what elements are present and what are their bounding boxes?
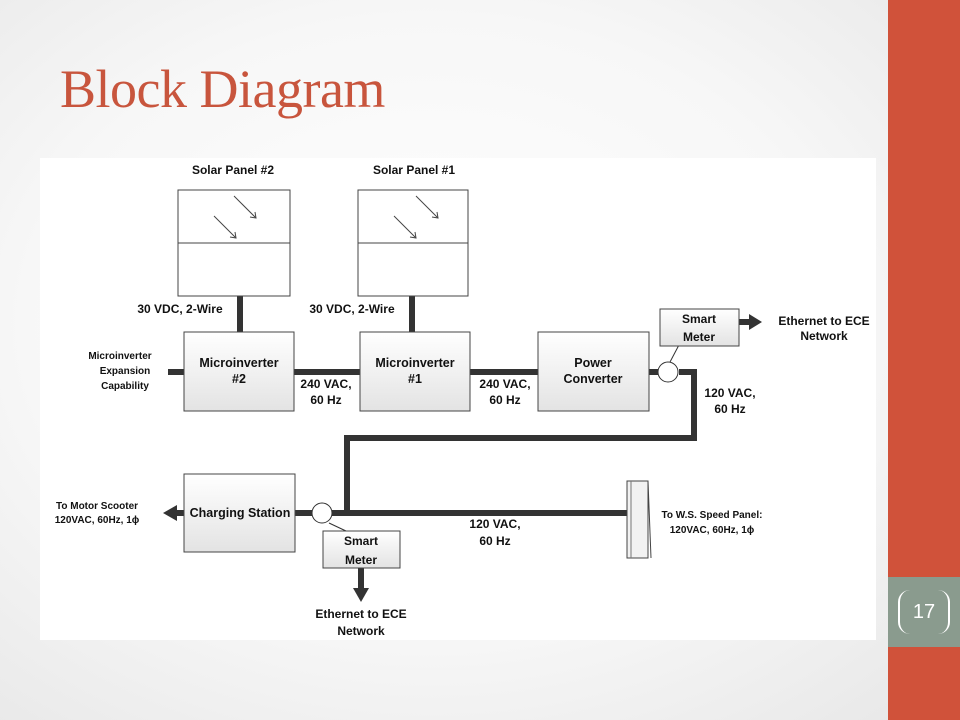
smart-meter-top-l1: Smart <box>682 312 716 326</box>
speed-panel-l1: To W.S. Speed Panel: <box>662 510 763 521</box>
speed-panel-outlet <box>626 480 652 559</box>
arrow-right-icon <box>749 314 762 330</box>
power-converter-label-l2: Converter <box>563 372 622 386</box>
power-converter-label-l1: Power <box>574 356 612 370</box>
arrow-left-icon <box>163 505 177 521</box>
dc-wire-label-1: 30 VDC, 2-Wire <box>309 302 395 316</box>
smart-meter-bottom-l1: Smart <box>344 534 378 548</box>
motor-scooter-l2: 120VAC, 60Hz, 1ϕ <box>55 515 140 526</box>
smart-meter-bottom-box <box>322 530 401 569</box>
speed-panel-l2: 120VAC, 60Hz, 1ϕ <box>670 525 755 536</box>
wiring <box>168 296 697 516</box>
ac-link-2-l1: 240 VAC, <box>479 377 530 391</box>
ac-link-2-l2: 60 Hz <box>489 393 520 407</box>
ethernet-bottom-l1: Ethernet to ECE <box>315 607 406 621</box>
ethernet-top-l2: Network <box>800 329 848 343</box>
ethernet-bottom-l2: Network <box>337 624 385 638</box>
solar-panel-2 <box>177 189 291 297</box>
microinverter-2-label-l2: #2 <box>232 372 246 386</box>
ethernet-top-l1: Ethernet to ECE <box>778 314 869 328</box>
dc-wire-label-2: 30 VDC, 2-Wire <box>137 302 223 316</box>
microinverter-1-box <box>359 331 471 412</box>
expansion-l3: Capability <box>101 381 149 392</box>
ac-bus-l1: 120 VAC, <box>469 517 520 531</box>
expansion-l1: Microinverter <box>88 351 151 362</box>
microinverter-2-box <box>183 331 295 412</box>
solar-panel-1-label: Solar Panel #1 <box>373 163 455 177</box>
sunlight-arrows-icon <box>213 195 257 239</box>
slide-title: Block Diagram <box>60 59 385 119</box>
smart-meter-bottom-l2: Meter <box>345 553 377 567</box>
ac-bus-l2: 60 Hz <box>479 534 510 548</box>
meter-node-bottom <box>311 502 333 524</box>
arrow-down-icon <box>353 588 369 602</box>
solar-panel-1 <box>357 189 469 297</box>
motor-scooter-l1: To Motor Scooter <box>56 501 138 512</box>
ac-out-converter-l2: 60 Hz <box>714 402 745 416</box>
ac-link-1-l2: 60 Hz <box>310 393 341 407</box>
ac-feed-to-bus <box>344 369 697 513</box>
meter-node-top <box>657 361 679 383</box>
charging-station-label: Charging Station <box>190 506 291 520</box>
microinverter-1-label-l2: #1 <box>408 372 422 386</box>
microinverter-1-label-l1: Microinverter <box>375 356 454 370</box>
arrows <box>163 314 762 602</box>
power-converter-box <box>537 331 650 412</box>
page-number: 17 <box>898 590 950 634</box>
microinverter-2-label-l1: Microinverter <box>199 356 278 370</box>
expansion-l2: Expansion <box>100 366 151 377</box>
charging-station-box <box>183 473 296 553</box>
sunlight-arrows-icon <box>393 195 439 239</box>
ac-out-converter-l1: 120 VAC, <box>704 386 755 400</box>
ac-link-1-l1: 240 VAC, <box>300 377 351 391</box>
smart-meter-top-box <box>659 308 740 347</box>
solar-panel-2-label: Solar Panel #2 <box>192 163 274 177</box>
smart-meter-top-l2: Meter <box>683 330 715 344</box>
